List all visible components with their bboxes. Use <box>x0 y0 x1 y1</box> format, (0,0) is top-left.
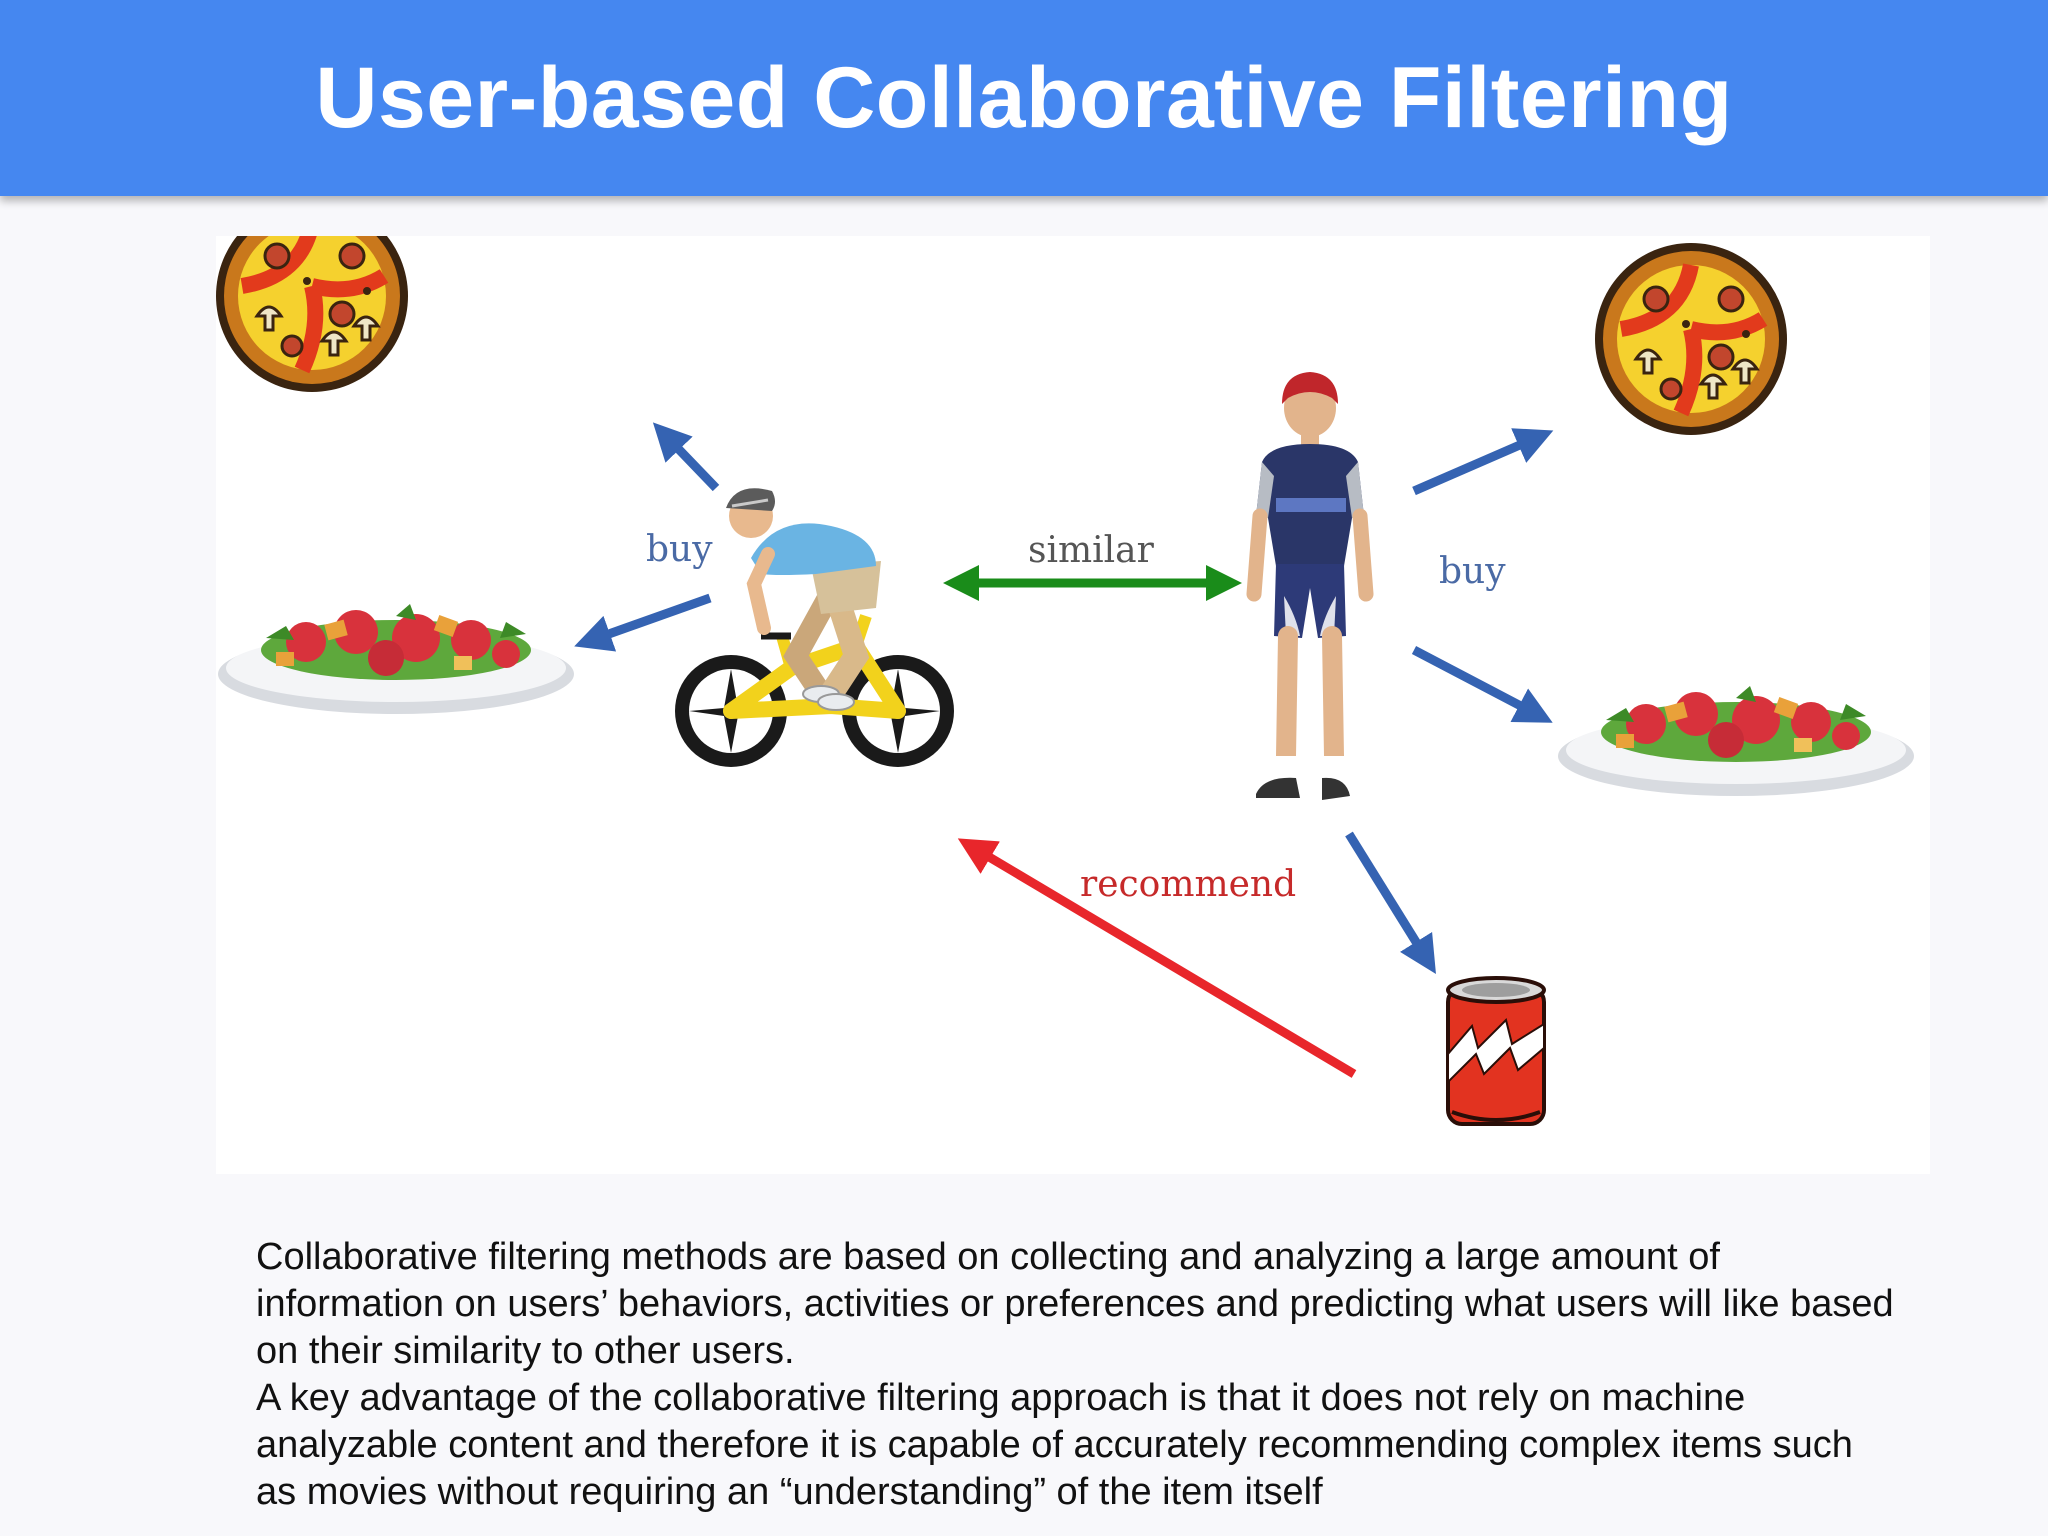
description-paragraph-1: Collaborative filtering methods are base… <box>256 1236 1894 1372</box>
buy-arrow-salad-left <box>574 593 712 652</box>
slide-title: User-based Collaborative Filtering <box>315 50 1733 146</box>
buy-arrow-pizza-right <box>1412 428 1554 496</box>
salad-left-icon <box>218 604 574 714</box>
pizza-right-icon <box>1595 243 1787 435</box>
buy-arrow-salad-right <box>1411 646 1553 723</box>
cyclist-user-icon <box>675 488 954 767</box>
standing-user-icon <box>1246 372 1374 800</box>
collaborative-filtering-diagram: buy similar buy recommend <box>216 236 1930 1174</box>
recommend-arrow <box>957 838 1357 1078</box>
similar-label: similar <box>1028 530 1155 571</box>
title-bar: User-based Collaborative Filtering <box>0 0 2048 196</box>
buy-arrow-pizza-left <box>652 422 720 492</box>
recommend-label: recommend <box>1080 864 1296 905</box>
buy-arrow-soda <box>1345 831 1436 975</box>
description-text: Collaborative filtering methods are base… <box>256 1234 1896 1516</box>
soda-can-icon <box>1446 976 1546 1126</box>
pizza-left-icon <box>216 236 408 392</box>
buy-label-left: buy <box>646 529 713 570</box>
buy-label-right: buy <box>1439 551 1506 592</box>
salad-right-icon <box>1558 686 1914 796</box>
description-paragraph-2: A key advantage of the collaborative fil… <box>256 1377 1853 1513</box>
